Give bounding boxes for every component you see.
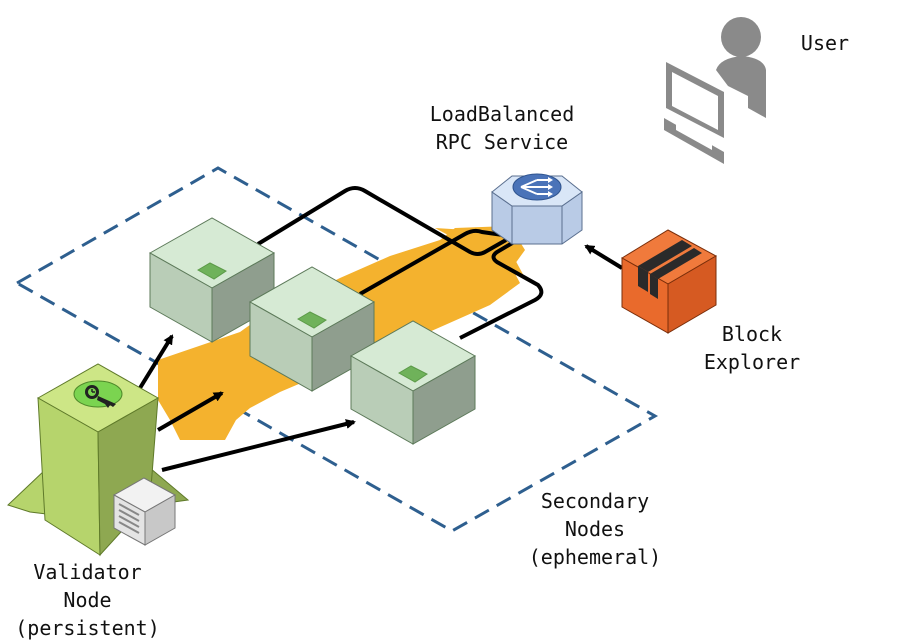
secondary-nodes-boundary (13, 166, 659, 533)
arrow-validator-node3 (161, 419, 356, 472)
rpc-label-line-2: RPC Service (435, 130, 569, 154)
key-clock-icon (73, 380, 123, 408)
user-label: User (800, 31, 850, 55)
rpc-service (491, 173, 583, 245)
secondary-label-line-3: (ephemeral) (528, 545, 662, 569)
rpc-label-line-1: LoadBalanced (429, 102, 575, 126)
link-node3-rpc (459, 240, 544, 340)
validator-node (7, 363, 190, 557)
explorer-label-line-2: Explorer (703, 350, 801, 374)
node-badge-icon (296, 311, 327, 329)
secondary-node-1 (148, 217, 276, 343)
node-badge-icon (196, 262, 227, 280)
user-at-computer-icon (664, 17, 766, 164)
validator-node-label: Validator Node (persistent) (0, 558, 175, 642)
secondary-nodes-label: Secondary Nodes (ephemeral) (505, 487, 685, 571)
validator-label-line-1: Validator (33, 560, 142, 584)
arrow-explorer-rpc (584, 244, 624, 270)
package-box-icon (621, 229, 718, 334)
arrow-validator-node2 (156, 391, 224, 432)
link-node1-rpc (256, 186, 507, 256)
arrow-validator-node1 (138, 334, 174, 390)
load-balancer-icon (512, 173, 562, 201)
secondary-node-2 (248, 266, 376, 392)
node-badge-icon (397, 365, 428, 383)
block-explorer-label: Block Explorer (682, 320, 822, 376)
link-node2-rpc (359, 228, 511, 296)
secondary-node-3 (349, 320, 477, 445)
validator-label-line-2: Node (63, 588, 112, 612)
server-icon (112, 477, 177, 546)
rpc-service-label: LoadBalanced RPC Service (402, 100, 602, 156)
secondary-label-line-2: Nodes (564, 517, 626, 541)
validator-label-line-3: (persistent) (15, 616, 160, 640)
secondary-label-line-1: Secondary (540, 489, 650, 513)
explorer-label-line-1: Block (721, 322, 783, 346)
